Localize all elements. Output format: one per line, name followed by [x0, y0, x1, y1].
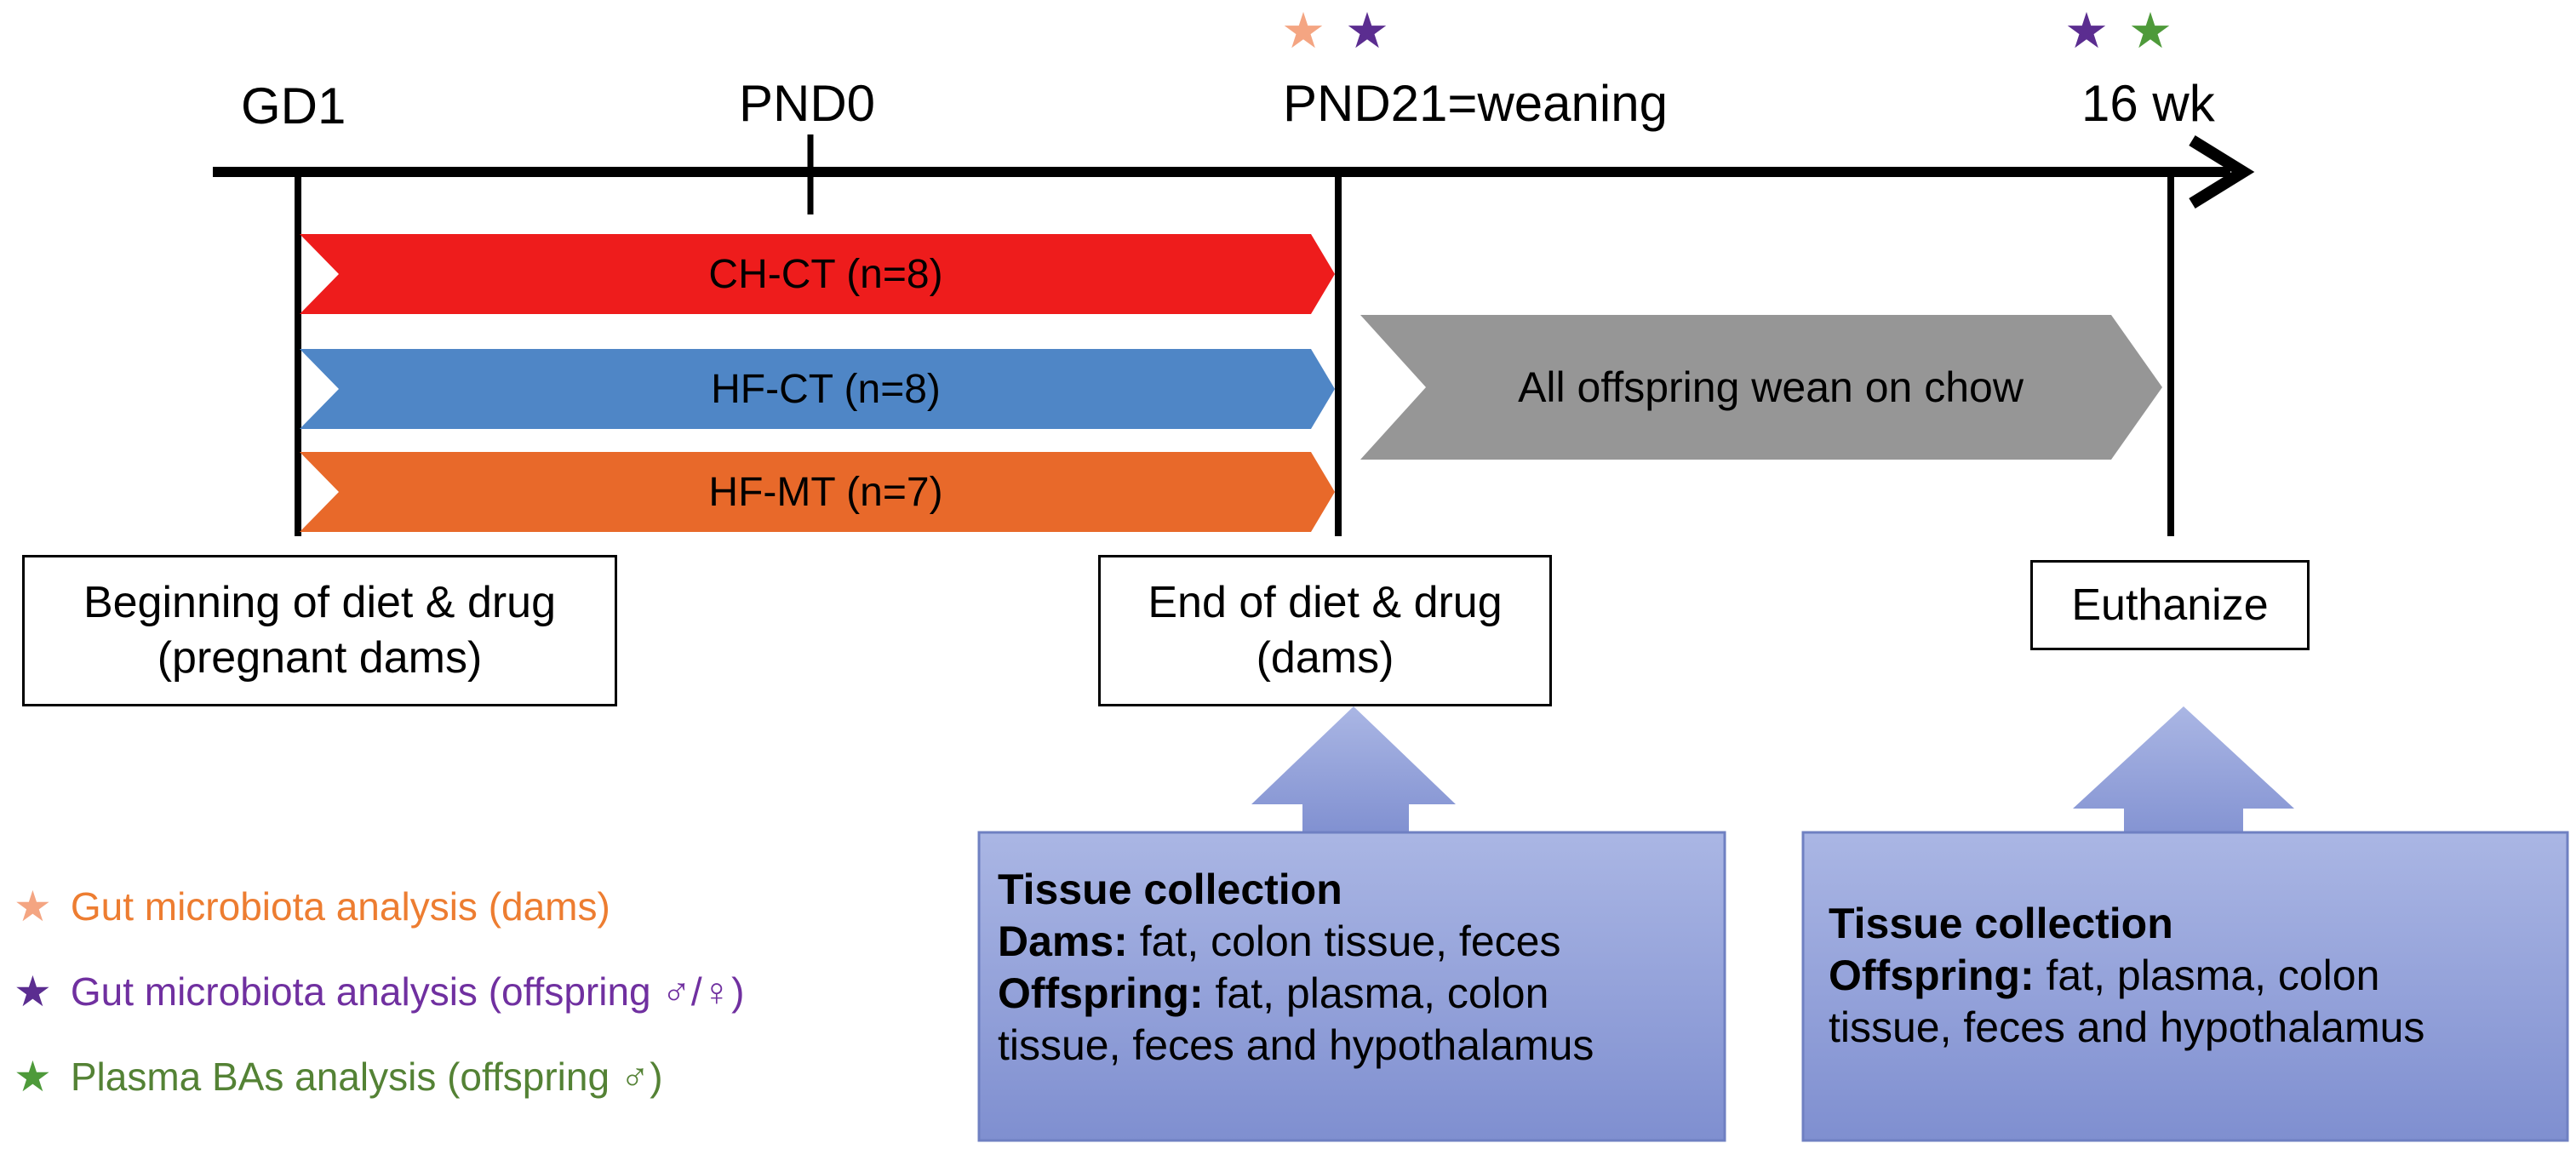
collection-16wk-offspring-text2: tissue, feces and hypothalamus: [1829, 1003, 2425, 1051]
phase-label-hf-mt: HF-MT (n=7): [708, 469, 943, 515]
collection-box-16wk: [1801, 831, 2569, 1142]
legend-label: Plasma BAs analysis (offspring ♂): [70, 1055, 663, 1099]
up-arrow-weaning: [1251, 706, 1456, 838]
phase-label-ch-ct: CH-CT (n=8): [708, 251, 943, 297]
collection-weaning-offspring-text1: fat, plasma, colon: [1203, 969, 1549, 1017]
phase-arrow-hf-mt: [300, 452, 1335, 532]
legend-label: Gut microbiota analysis (dams): [70, 884, 610, 929]
legend-label: Gut microbiota analysis (offspring ♂/♀): [70, 969, 745, 1014]
star-plasma-16wk: ★: [2128, 3, 2172, 59]
box-end: End of diet & drug (dams): [1098, 555, 1552, 706]
phase-label-hf-ct: HF-CT (n=8): [711, 366, 941, 412]
box-beginning-line1: Beginning of diet & drug: [83, 578, 557, 627]
collection-16wk-offspring-text1: fat, plasma, colon: [2034, 952, 2380, 999]
phase-label-wean: All offspring wean on chow: [1518, 363, 2024, 411]
box-euthanize: Euthanize: [2030, 560, 2310, 650]
box-end-line1: End of diet & drug: [1148, 578, 1503, 627]
collection-weaning-title: Tissue collection: [998, 866, 1342, 913]
phase-arrow-ch-ct: [300, 234, 1335, 314]
timeline-arrowhead: [2189, 135, 2255, 209]
collection-weaning-dams-text: fat, colon tissue, feces: [1127, 917, 1561, 965]
phase-arrow-hf-ct: [300, 349, 1335, 429]
collection-text-16wk: Tissue collection Offspring: fat, plasma…: [1829, 898, 2561, 1054]
box-beginning-line2: (pregnant dams): [157, 633, 483, 683]
collection-box-weaning: [977, 831, 1726, 1142]
legend-item-dams: ★ Gut microbiota analysis (dams): [14, 883, 610, 929]
phase-arrow-wean: [1360, 315, 2162, 460]
box-beginning: Beginning of diet & drug (pregnant dams): [22, 555, 617, 706]
label-gd1: GD1: [241, 77, 346, 134]
label-16wk: 16 wk: [2081, 75, 2215, 132]
collection-weaning-dams-label: Dams:: [998, 917, 1128, 965]
collection-weaning-offspring-label: Offspring:: [998, 969, 1204, 1017]
legend-star-icon: ★: [14, 1053, 52, 1100]
star-offspring-weaning: ★: [1345, 3, 1389, 59]
label-pnd21: PND21=weaning: [1283, 75, 1668, 132]
collection-16wk-offspring-label: Offspring:: [1829, 952, 2035, 999]
box-euthanize-text: Euthanize: [2071, 580, 2269, 630]
legend-item-plasma: ★ Plasma BAs analysis (offspring ♂): [14, 1054, 663, 1100]
legend-star-icon: ★: [14, 968, 52, 1015]
star-offspring-16wk: ★: [2064, 3, 2109, 59]
star-dams-weaning: ★: [1281, 3, 1325, 59]
collection-16wk-title: Tissue collection: [1829, 900, 2173, 947]
up-arrow-16wk: [2073, 706, 2294, 851]
collection-text-weaning: Tissue collection Dams: fat, colon tissu…: [998, 864, 1721, 1072]
label-pnd0: PND0: [739, 75, 876, 132]
legend-star-icon: ★: [14, 883, 52, 930]
legend-item-offspring: ★ Gut microbiota analysis (offspring ♂/♀…: [14, 969, 745, 1015]
collection-weaning-offspring-text2: tissue, feces and hypothalamus: [998, 1021, 1594, 1069]
box-end-line2: (dams): [1256, 633, 1394, 683]
